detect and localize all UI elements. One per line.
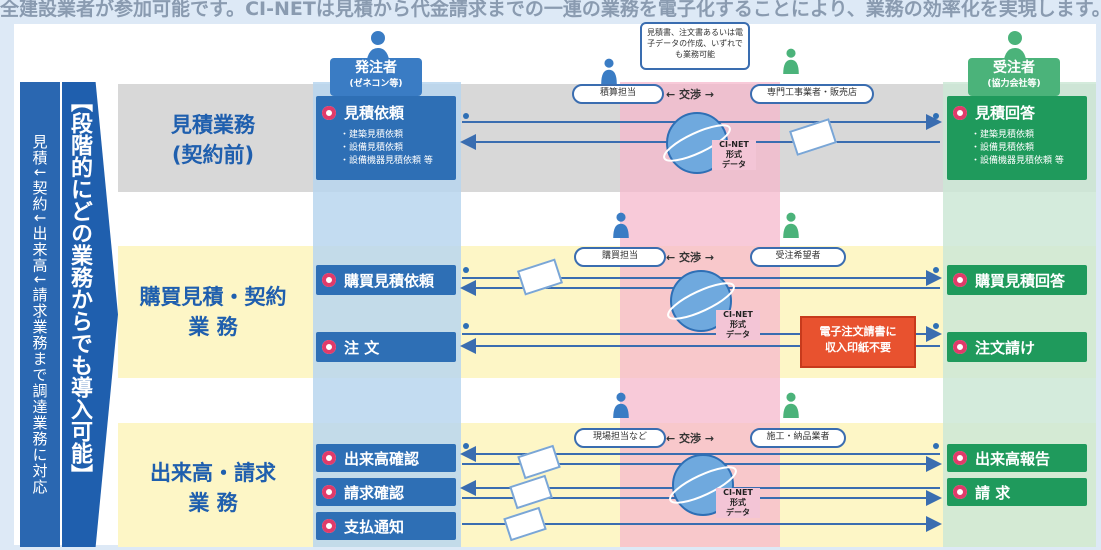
person-icon (782, 392, 800, 422)
cinet-l3: データ (726, 330, 750, 339)
cinet-l1: CI-NET (723, 310, 753, 319)
order-label: 注 文 (344, 338, 380, 357)
cinet-l2: 形式 (726, 150, 742, 159)
estimate-reply-box: 見積回答 ・建築見積依頼 ・設備見積依頼 ・設備機器見積依頼 等 (947, 96, 1087, 180)
top-caption: 全建設業者が参加可能です。CI-NETは見積から代金請求までの一連の業務を電子化… (0, 0, 1101, 18)
bullet-icon (953, 105, 967, 120)
purchase-estimate-reply-box: 購買見積回答 (947, 265, 1087, 295)
payment-notice-box: 支払通知 (316, 512, 456, 540)
cinet-l2: 形式 (730, 320, 746, 329)
band-billing-title: 出来高・請求 業 務 (118, 458, 308, 518)
band-billing-title-line1: 出来高・請求 (150, 461, 276, 485)
estimate-request-sub-3: ・設備機器見積依頼 等 (340, 156, 433, 166)
pill-supplier: 施工・納品業者 (750, 428, 846, 448)
progress-check-label: 出来高確認 (344, 449, 420, 468)
workflow-sidebar: 見積↓契約↓出来高↓請求業務まで調達業務に対応 (20, 82, 60, 547)
cinet-l3: データ (726, 508, 750, 517)
cinet-data-label-2: CI-NET 形式 データ (716, 310, 760, 340)
purchase-estimate-request-label: 購買見積依頼 (344, 271, 435, 290)
bullet-icon (322, 105, 336, 120)
contractor-label: 受注者 (993, 60, 1035, 76)
pill-estimator: 積算担当 (572, 84, 664, 104)
progress-report-box: 出来高報告 (947, 444, 1087, 472)
band-estimate-title-line2: (契約前) (171, 143, 255, 167)
cinet-data-label-3: CI-NET 形式 データ (716, 488, 760, 518)
bullet-icon (953, 451, 967, 465)
estimate-reply-label: 見積回答 (975, 104, 1036, 122)
pill-site-staff: 現場担当など (574, 428, 666, 448)
chevron-text: 【段階的にどの業務からでも導入可能】 (67, 90, 92, 486)
band-purchase (118, 246, 1096, 378)
exchange-label: ← 交渉 → (666, 251, 715, 264)
stamp-note-line2: 収入印紙不要 (825, 341, 891, 354)
progress-check-box: 出来高確認 (316, 444, 456, 472)
band-estimate-title: 見積業務 (契約前) (118, 110, 308, 170)
estimate-request-sub-2: ・設備見積依頼 (340, 143, 404, 153)
contractor-header: 受注者 (協力会社等) (968, 58, 1060, 96)
estimate-request-box: 見積依頼 ・建築見積依頼 ・設備見積依頼 ・設備機器見積依頼 等 (316, 96, 456, 180)
bullet-icon (322, 485, 336, 499)
cinet-l2: 形式 (730, 498, 746, 507)
band-estimate-title-line1: 見積業務 (171, 113, 255, 137)
pill-specialist: 専門工事業者・販売店 (750, 84, 874, 104)
pill-purchaser: 購買担当 (574, 247, 666, 267)
orderer-sub: (ゼネコン等) (349, 79, 403, 89)
exchange-label: ← 交渉 → (666, 88, 715, 101)
billing-check-box: 請求確認 (316, 478, 456, 506)
bullet-icon (953, 273, 967, 287)
order-acceptance-label: 注文請け (975, 338, 1036, 357)
band-billing-title-line2: 業 務 (188, 491, 238, 515)
bullet-icon (322, 340, 336, 354)
purchase-estimate-request-box: 購買見積依頼 (316, 265, 456, 295)
pill-bidder: 受注希望者 (750, 247, 846, 267)
person-icon (600, 58, 618, 88)
cinet-l3: データ (722, 160, 746, 169)
person-icon (782, 212, 800, 242)
bullet-icon (322, 451, 336, 465)
bullet-icon (322, 273, 336, 287)
band-purchase-title: 購買見積・契約 業 務 (118, 282, 308, 342)
bullet-icon (322, 519, 336, 533)
exchange-label: ← 交渉 → (666, 432, 715, 445)
billing-label: 請 求 (975, 483, 1011, 502)
band-purchase-title-line2: 業 務 (188, 315, 238, 339)
billing-check-label: 請求確認 (344, 483, 405, 502)
estimate-request-label: 見積依頼 (344, 104, 405, 122)
bullet-icon (953, 485, 967, 499)
contractor-sub: (協力会社等) (987, 79, 1041, 89)
bullet-icon (953, 340, 967, 354)
speech-balloon: 見積書、注文書あるいは電子データの作成、いずれでも業務可能 (640, 22, 750, 70)
progress-report-label: 出来高報告 (975, 449, 1051, 468)
orderer-header: 発注者 (ゼネコン等) (330, 58, 422, 96)
cinet-data-label-1: CI-NET 形式 データ (712, 140, 756, 170)
order-acceptance-box: 注文請け (947, 332, 1087, 362)
estimate-reply-sub-2: ・設備見積依頼 (971, 143, 1035, 153)
person-icon (612, 392, 630, 422)
billing-box: 請 求 (947, 478, 1087, 506)
estimate-reply-sub-1: ・建築見積依頼 (971, 130, 1035, 140)
person-icon (782, 48, 800, 78)
cinet-l1: CI-NET (719, 140, 749, 149)
stamp-note-line1: 電子注文請書に (819, 325, 897, 338)
estimate-reply-sub-3: ・設備機器見積依頼 等 (971, 156, 1064, 166)
order-box: 注 文 (316, 332, 456, 362)
stamp-duty-note: 電子注文請書に 収入印紙不要 (800, 316, 916, 368)
payment-notice-label: 支払通知 (344, 517, 405, 536)
cinet-l1: CI-NET (723, 488, 753, 497)
band-purchase-title-line1: 購買見積・契約 (139, 285, 287, 309)
orderer-label: 発注者 (355, 60, 397, 76)
person-icon (612, 212, 630, 242)
purchase-estimate-reply-label: 購買見積回答 (975, 271, 1066, 290)
estimate-request-sub-1: ・建築見積依頼 (340, 130, 404, 140)
